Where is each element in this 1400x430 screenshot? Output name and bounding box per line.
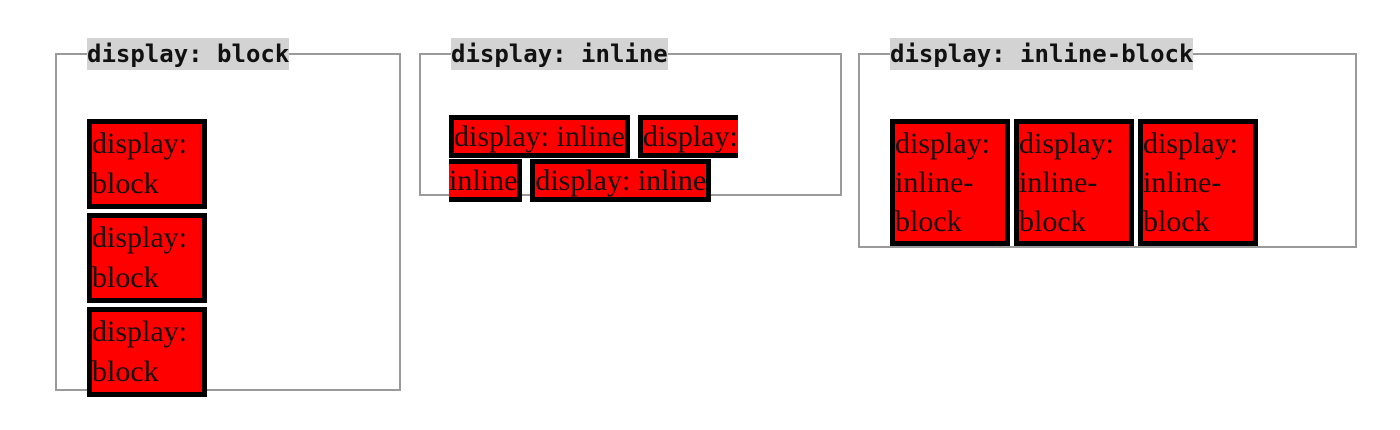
inline-block-box-1: display: inline-block (890, 119, 1010, 246)
display-block-content: display: block display: block display: b… (87, 119, 207, 401)
inline-block-box-2: display: inline-block (1014, 119, 1134, 246)
display-block-legend: display: block (87, 38, 290, 70)
display-inline-block-content: display: inline-blockdisplay: inline-blo… (890, 119, 1310, 246)
display-inline-block-legend: display: inline-block (890, 38, 1194, 70)
block-box-1: display: block (87, 119, 207, 209)
display-inline-block-example: display: inline-block display: inline-bl… (858, 38, 1357, 248)
inline-box-1: display: inline (449, 115, 630, 158)
inline-box-3: display: inline (530, 159, 712, 202)
block-box-3: display: block (87, 307, 207, 397)
inline-block-box-3: display: inline-block (1138, 119, 1258, 246)
display-block-example: display: block display: block display: b… (55, 38, 401, 397)
display-inline-legend: display: inline (451, 38, 668, 70)
block-box-2: display: block (87, 213, 207, 303)
